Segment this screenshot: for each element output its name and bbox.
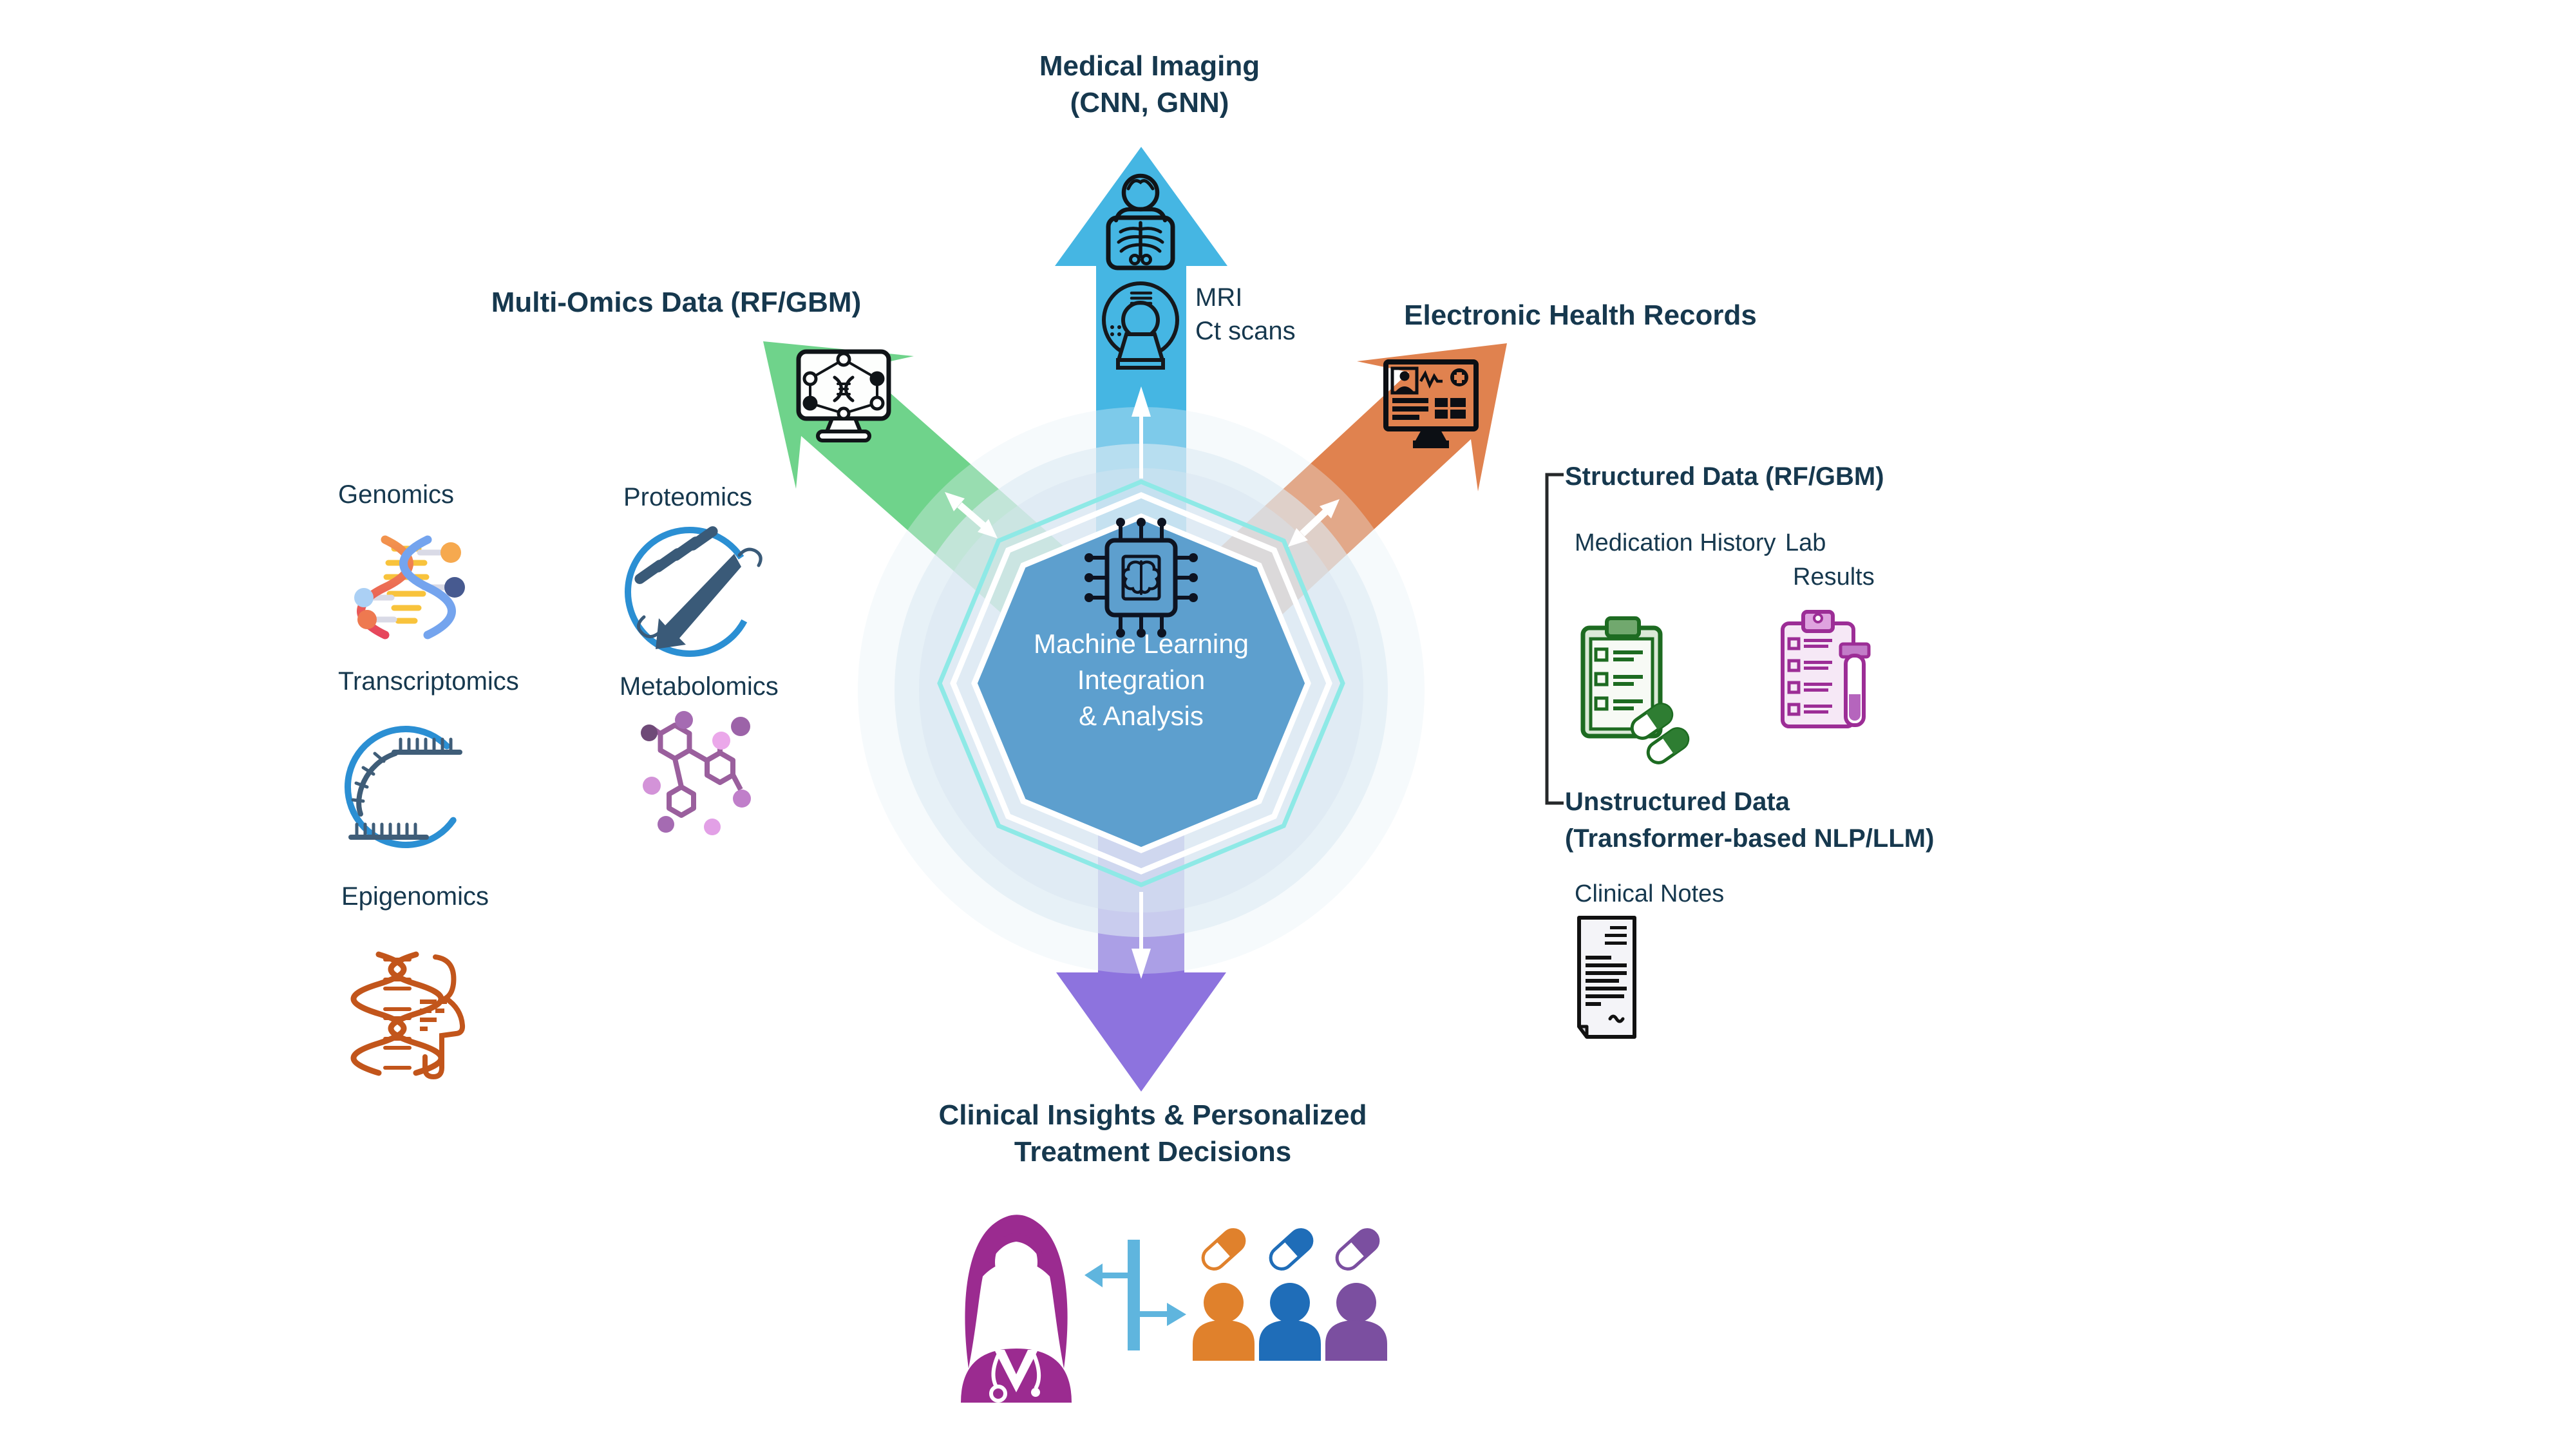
transcriptomics-rna-icon [345, 726, 467, 848]
proteomics-label: Proteomics [623, 483, 753, 511]
lab-results-label: Results [1793, 564, 1875, 591]
doctor-patient-connector [1084, 1240, 1186, 1350]
ehr-monitor-icon [1383, 359, 1479, 448]
epigenomics-icon [350, 951, 466, 1080]
patient-blue-icon [1259, 1283, 1321, 1361]
patient-orange-icon [1193, 1283, 1255, 1361]
white-octagon-outline [950, 492, 1332, 875]
clinical-insights-title-line2: Treatment Decisions [1014, 1136, 1292, 1168]
proteomics-protein-icon [625, 526, 762, 657]
center-node-line3: & Analysis [1079, 701, 1204, 731]
medication-history-label: Medication History [1575, 529, 1776, 556]
medication-history-clipboard-icon [1580, 616, 1690, 764]
unstructured-data-title-line2: (Transformer-based NLP/LLM) [1565, 824, 1935, 853]
center-octagon [971, 513, 1311, 853]
center-node-line2: Integration [1077, 665, 1206, 695]
xray-icon [1106, 173, 1175, 270]
multi-omics-title: Multi-Omics Data (RF/GBM) [491, 287, 862, 318]
transcriptomics-label: Transcriptomics [338, 667, 519, 696]
genomics-label: Genomics [338, 480, 455, 509]
flow-arrow-up-icon [1132, 386, 1151, 478]
epigenomics-label: Epigenomics [341, 882, 489, 911]
flow-arrow-green-bidirectional-icon [945, 492, 998, 538]
center-node-line1: Machine Learning [1034, 629, 1249, 659]
ai-chip-brain-icon [1084, 518, 1198, 638]
metabolomics-label: Metabolomics [620, 672, 779, 701]
flow-arrow-down-icon [1132, 892, 1151, 979]
patient-purple-icon [1325, 1283, 1387, 1361]
genomics-dna-icon [354, 535, 465, 639]
ct-scans-label: Ct scans [1195, 317, 1296, 345]
doctor-icon [961, 1215, 1072, 1403]
metabolomics-molecules-icon [641, 711, 751, 835]
clinical-notes-document-icon [1577, 916, 1636, 1039]
pill-orange-icon [1201, 1228, 1246, 1271]
pill-purple-icon [1335, 1228, 1380, 1271]
ehr-title: Electronic Health Records [1404, 299, 1757, 331]
clinical-insights-title-line1: Clinical Insights & Personalized [938, 1099, 1367, 1131]
mri-label: MRI [1195, 283, 1243, 312]
clinical-notes-label: Clinical Notes [1575, 880, 1725, 907]
lab-results-clipboard-icon [1781, 610, 1871, 728]
medical-imaging-title-line2: (CNN, GNN) [1070, 87, 1229, 118]
structured-unstructured-bracket [1545, 473, 1564, 805]
lab-label: Lab [1785, 529, 1826, 556]
unstructured-data-title-line1: Unstructured Data [1565, 788, 1790, 816]
structured-data-title: Structured Data (RF/GBM) [1565, 462, 1884, 491]
cyan-octagon-outline [937, 479, 1345, 887]
flow-arrow-orange-bidirectional-icon [1288, 499, 1340, 547]
mri-icon [1102, 281, 1179, 370]
omics-network-monitor-icon [796, 349, 891, 442]
medical-imaging-title-line1: Medical Imaging [1039, 50, 1260, 82]
pill-blue-icon [1269, 1228, 1314, 1271]
